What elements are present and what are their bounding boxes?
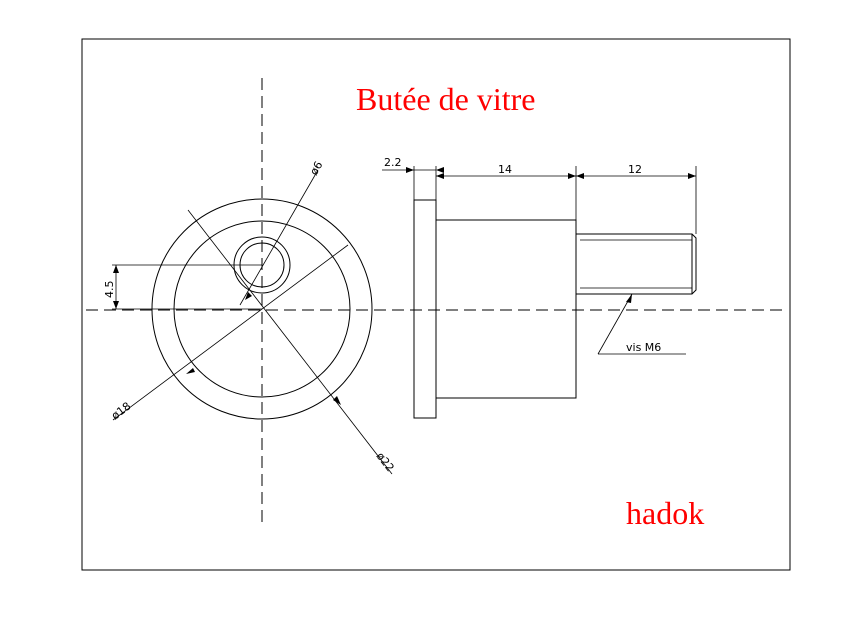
arrow-2-2-right xyxy=(436,167,444,173)
arrow-2-2-left xyxy=(406,167,414,173)
arrow-d6 xyxy=(245,292,252,300)
arrow-4-5-bottom xyxy=(113,301,119,309)
dim-label-12: 12 xyxy=(628,163,642,176)
body xyxy=(435,219,577,399)
leader-d6 xyxy=(239,169,319,306)
arrow-4-5-top xyxy=(113,265,119,273)
arrow-12-right xyxy=(688,173,696,179)
dim-label-d18: ø18 xyxy=(109,400,133,423)
leader-thread xyxy=(597,293,633,355)
flange xyxy=(413,199,437,419)
threaded-stud xyxy=(576,233,697,295)
dim-label-d22: ø22 xyxy=(374,450,397,474)
dim-label-14: 14 xyxy=(498,163,512,176)
arrow-thread xyxy=(626,294,632,303)
arrow-14-left xyxy=(436,173,444,179)
author-signature: hadok xyxy=(626,495,704,531)
dim-label-d6: ø6 xyxy=(307,159,325,177)
dim-label-2-2: 2.2 xyxy=(384,156,402,169)
arrow-12-left xyxy=(576,173,584,179)
front-view: 4.5 ø6 ø18 ø22 xyxy=(86,78,786,528)
dim-label-4-5: 4.5 xyxy=(103,281,116,299)
diameter-line-d22 xyxy=(187,209,393,475)
drawing-frame xyxy=(81,38,791,571)
arrow-14-right xyxy=(568,173,576,179)
thread-label: vis M6 xyxy=(626,341,661,354)
diameter-line-d18 xyxy=(112,244,349,421)
arrow-d22 xyxy=(333,396,341,405)
drawing-title: Butée de vitre xyxy=(356,81,535,117)
arrow-d18 xyxy=(186,368,195,374)
side-view: 2.2 14 12 vis M6 xyxy=(382,156,697,419)
